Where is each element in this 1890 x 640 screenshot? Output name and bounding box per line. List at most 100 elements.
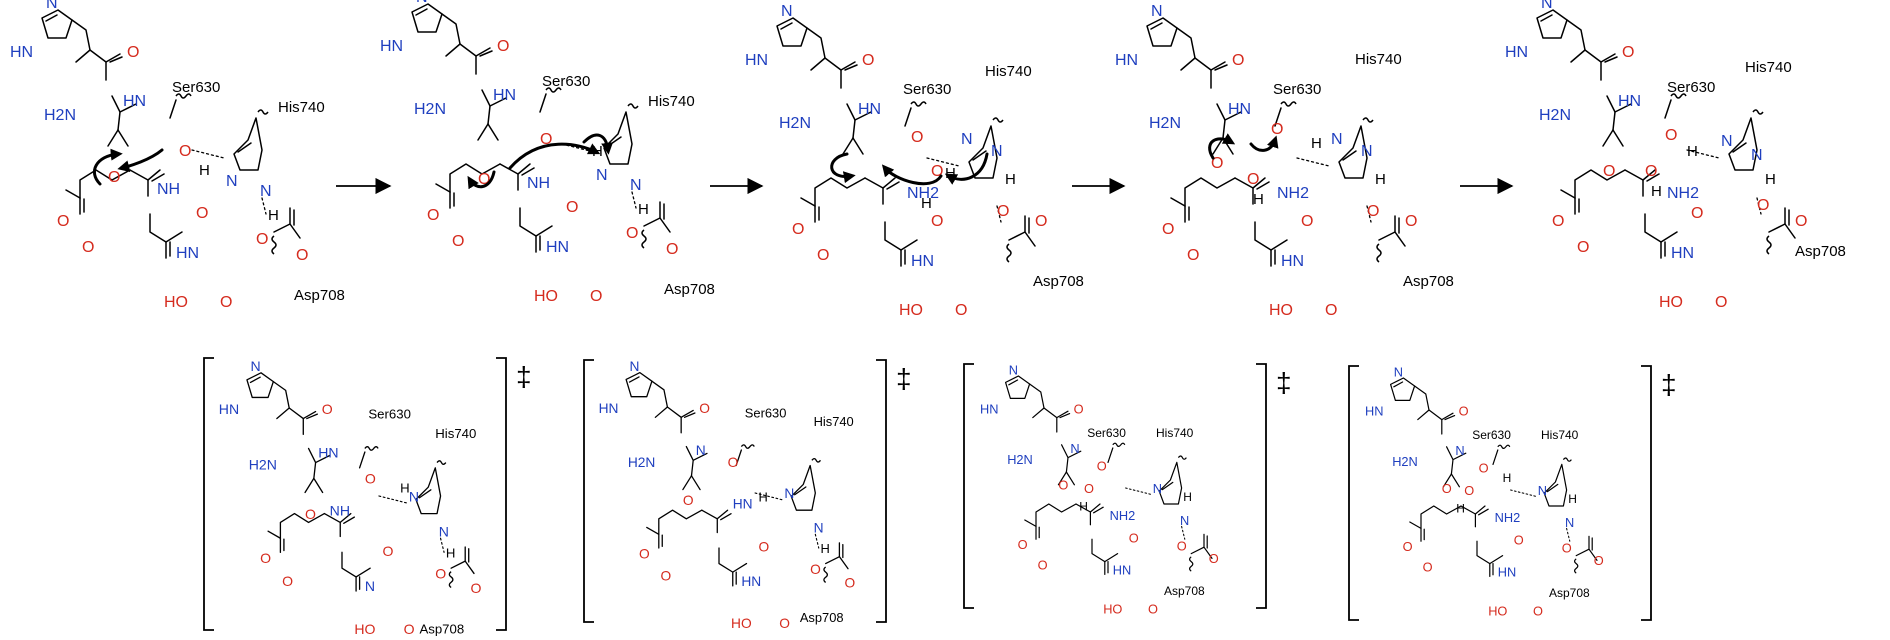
amine-label: H2N <box>779 115 811 132</box>
his740-label: His740 <box>278 99 325 116</box>
ser-h-label: H <box>1687 143 1698 160</box>
nh2-label: NH2 <box>1277 185 1309 202</box>
glu-o-minus-label: O <box>792 221 804 238</box>
ser630-label: Ser630 <box>745 405 787 420</box>
gly-nh-label: HN <box>176 245 199 262</box>
his-n-label: N <box>784 486 794 501</box>
gly-o-label: O <box>196 205 208 222</box>
ring-nh-label: HN <box>1365 404 1383 419</box>
amine-label: H2N <box>1007 452 1033 467</box>
his-h2-label: H <box>1568 492 1577 506</box>
ser630-label: Ser630 <box>1087 426 1126 440</box>
his-nh-label: N <box>1565 515 1574 530</box>
gly-ho-label: HO <box>164 294 188 311</box>
gly-o2-label: O <box>1715 294 1727 311</box>
nh2-label: NH2 <box>1110 508 1136 523</box>
curved-arrow-4 <box>508 142 601 170</box>
right-bracket <box>1641 365 1652 621</box>
gly-o2-label: O <box>220 294 232 311</box>
transition-state-3: ‡ HN N H2N N O Ser630 His740 O O O H N N… <box>963 362 1292 617</box>
peptide-hn-label: HN <box>733 496 753 511</box>
ring-nh-label: HN <box>219 401 239 417</box>
glu-o-label: O <box>661 569 672 584</box>
glu-o-label: O <box>817 247 829 264</box>
asp-o-label: O <box>1209 551 1219 566</box>
glu-o-label: O <box>1187 247 1199 264</box>
asp708-label: Asp708 <box>1033 273 1084 290</box>
curved-arrow-10 <box>1249 135 1279 152</box>
nh-label: N <box>1070 441 1079 456</box>
his-nh-label: N <box>1361 143 1373 160</box>
ring-n-label: N <box>1009 362 1018 377</box>
left-bracket <box>203 357 214 631</box>
curved-arrow-7 <box>881 164 943 186</box>
ser-oxygen-label: O <box>365 471 376 487</box>
his-h2-label: H <box>1375 171 1386 188</box>
glu-o-minus-label: O <box>1552 213 1564 230</box>
gly-o-label: O <box>931 213 943 230</box>
gly-o2-label: O <box>955 302 967 319</box>
asp-o-label: O <box>1795 213 1807 230</box>
amine-label: H2N <box>249 457 277 473</box>
oxygen-label: O <box>699 401 710 416</box>
gly-ho-label: HO <box>899 302 923 319</box>
curved-arrow-9 <box>1208 133 1236 160</box>
gly-o-label: O <box>1129 530 1139 545</box>
ring-n-label: N <box>250 358 260 374</box>
curved-arrow-3 <box>467 170 496 190</box>
ser-oxygen-label: O <box>728 455 739 470</box>
amine-label: H2N <box>628 455 656 470</box>
gly-o2-label: O <box>590 288 602 305</box>
his-nh-label: N <box>991 143 1003 160</box>
amine-label: H2N <box>414 101 446 118</box>
gly-o2-label: O <box>1533 604 1543 619</box>
hydroxyl-oxygen-label: O <box>1084 481 1094 496</box>
left-bracket <box>963 363 974 609</box>
his-h-label: H <box>1183 490 1192 504</box>
asp708-label: Asp708 <box>800 610 844 625</box>
oxygen-label: O <box>1232 52 1244 69</box>
his740-label: His740 <box>985 63 1032 80</box>
step-2-tetrahedral-intermediate-formation: HN N H2N HN O Ser630 His740 O H N N H O … <box>380 0 715 305</box>
asp708-label: Asp708 <box>1403 273 1454 290</box>
glu-o-label: O <box>452 233 464 250</box>
his-nh-label: N <box>1751 147 1763 164</box>
right-bracket <box>876 359 887 623</box>
his-h-label: H <box>1503 471 1512 485</box>
water-h-label: H <box>945 165 956 182</box>
ring-n-label: N <box>46 0 58 12</box>
his-h-label: H <box>1005 171 1016 188</box>
gly-o-label: O <box>1301 213 1313 230</box>
glu-o-label: O <box>282 573 293 589</box>
alkoxide-oxygen-label: O <box>1058 478 1068 493</box>
ring-n-label: N <box>1541 0 1553 12</box>
nh2-label: NH2 <box>1667 185 1699 202</box>
gly-o-label: O <box>759 539 770 554</box>
glu-o-minus-label: O <box>1162 221 1174 238</box>
amine-label: H2N <box>1392 454 1418 469</box>
oxygen-label: O <box>497 38 509 55</box>
nh2-label: NH2 <box>1495 510 1521 525</box>
his-nh-label: N <box>1180 513 1189 528</box>
his-h-label: H <box>1765 171 1776 188</box>
double-dagger: ‡ <box>1661 369 1677 400</box>
ser630-label: Ser630 <box>903 81 951 98</box>
hydroxyl-h-label: H <box>1079 499 1088 513</box>
acid-h-label: H <box>1651 183 1662 200</box>
nh-label: HN <box>123 93 146 110</box>
asp-o-minus-label: O <box>256 231 268 248</box>
glu-o-minus-label: O <box>427 207 439 224</box>
hydroxyl-h-label: H <box>1456 501 1465 515</box>
gly-ho-label: HO <box>534 288 558 305</box>
his-h-label: H <box>268 207 279 224</box>
his-n-label: N <box>1331 131 1343 148</box>
hydroxyl-oxygen-label: O <box>1247 171 1259 188</box>
ring-nh-label: HN <box>380 38 403 55</box>
asp-o-label: O <box>845 576 856 591</box>
his740-label: His740 <box>1156 426 1194 440</box>
his740-label: His740 <box>1541 428 1579 442</box>
his-n-label: N <box>1538 483 1547 498</box>
asp-o-minus-label: O <box>1562 540 1572 555</box>
asp708-label: Asp708 <box>1795 243 1846 260</box>
nh-label: N <box>1455 443 1464 458</box>
